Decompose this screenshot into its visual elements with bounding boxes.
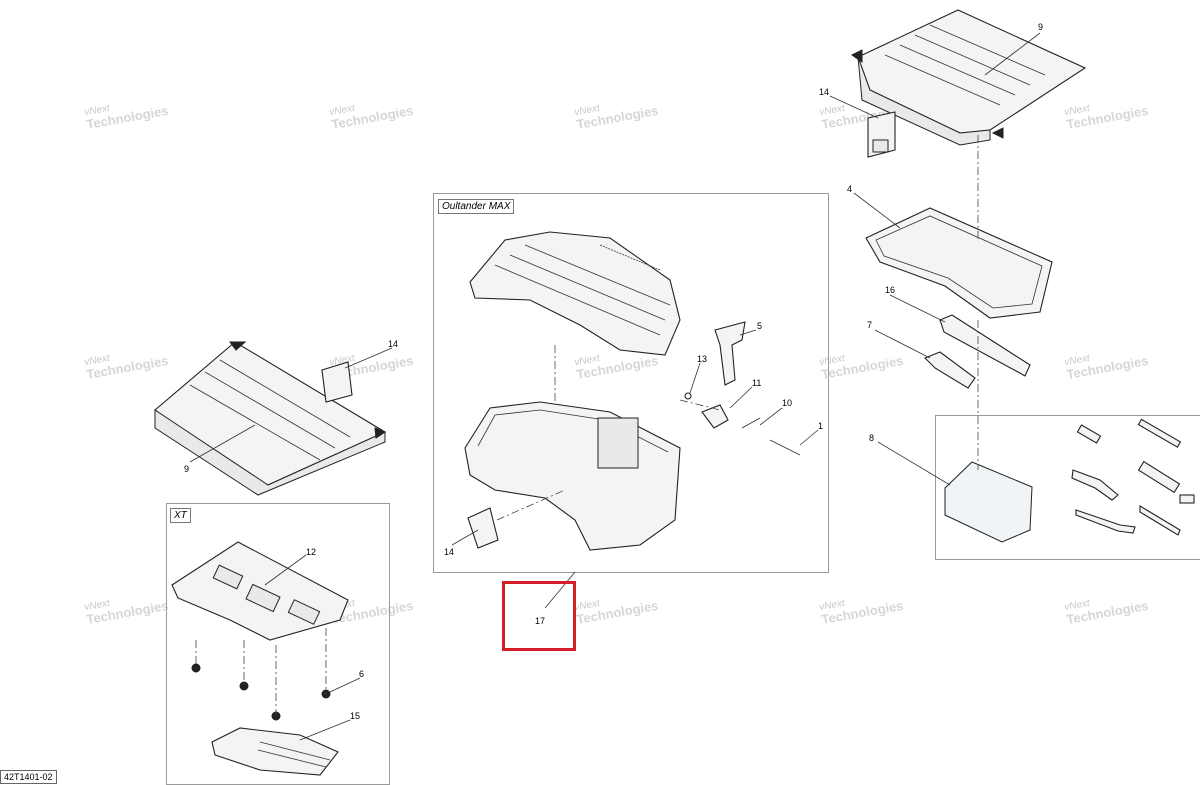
- callout-15[interactable]: 15: [350, 711, 361, 721]
- callout-17[interactable]: 17: [535, 616, 546, 626]
- frame-seal[interactable]: [865, 207, 1053, 319]
- bracket-top[interactable]: [867, 111, 896, 158]
- callout-5[interactable]: 5: [757, 321, 763, 331]
- callout-1[interactable]: 1: [818, 421, 824, 431]
- callout-14-top[interactable]: 14: [819, 87, 830, 97]
- xt-tray[interactable]: [171, 541, 349, 641]
- drawing-reference-code: 42T1401-02: [0, 770, 57, 784]
- rack-left[interactable]: [154, 341, 387, 496]
- callout-10[interactable]: 10: [782, 398, 793, 408]
- bar-16[interactable]: [939, 314, 1031, 377]
- latch-parts[interactable]: [684, 321, 801, 456]
- oultander-max-panel: [433, 193, 829, 573]
- callout-14-mid[interactable]: 14: [444, 547, 455, 557]
- callout-6[interactable]: 6: [359, 669, 365, 679]
- callout-9-top[interactable]: 9: [1038, 22, 1044, 32]
- callout-8[interactable]: 8: [869, 433, 875, 443]
- xt-fasteners[interactable]: [191, 663, 331, 721]
- callout-13[interactable]: 13: [697, 354, 708, 364]
- callout-12[interactable]: 12: [306, 547, 317, 557]
- xt-panel-title: XT: [170, 508, 191, 523]
- callout-11[interactable]: 11: [752, 378, 762, 388]
- tool-icons[interactable]: [1071, 418, 1195, 536]
- toolkit-box[interactable]: [944, 461, 1033, 543]
- clip-mid[interactable]: [467, 507, 499, 549]
- bracket-left[interactable]: [321, 361, 353, 403]
- toolkit-panel: [935, 415, 1200, 560]
- callout-17-highlight-box[interactable]: 17: [502, 581, 576, 651]
- tool-7[interactable]: [924, 351, 976, 389]
- rack-top-right[interactable]: [851, 9, 1087, 146]
- oultander-max-panel-title: Oultander MAX: [438, 199, 515, 214]
- storage-lid[interactable]: [469, 231, 681, 356]
- callout-9-left[interactable]: 9: [184, 464, 190, 474]
- callout-16[interactable]: 16: [885, 285, 896, 295]
- callout-14-left[interactable]: 14: [388, 339, 399, 349]
- callout-7[interactable]: 7: [867, 320, 873, 330]
- callout-4[interactable]: 4: [847, 184, 853, 194]
- xt-handle[interactable]: [211, 727, 339, 776]
- storage-tub[interactable]: [464, 401, 681, 551]
